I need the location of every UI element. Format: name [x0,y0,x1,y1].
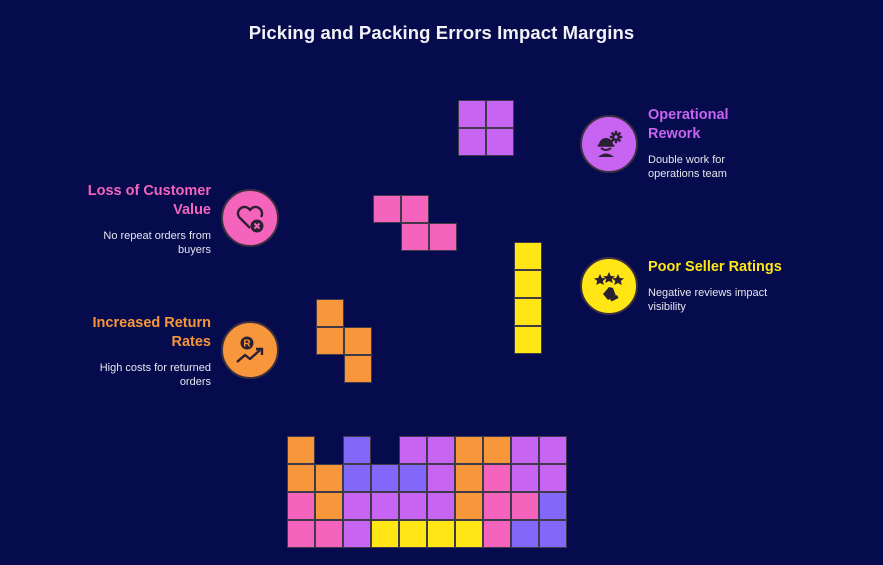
stack-cell [511,492,539,520]
o-piece-cell [486,100,514,128]
stack-cell [315,464,343,492]
stack-cell [539,464,567,492]
stack-cell [315,492,343,520]
loss-of-customer-value-badge [221,189,279,247]
stack-cell [455,436,483,464]
title-line: Increased Return [92,315,211,331]
stack-cell [399,436,427,464]
s-piece-cell [316,299,344,327]
increased-return-rates-title: Increased Return Rates [40,314,211,352]
stack-cell [287,492,315,520]
stack-cell [287,520,315,548]
stack-cell [483,436,511,464]
o-piece-cell [458,128,486,156]
s-piece-cell [344,327,372,355]
desc-line: visibility [648,301,686,313]
stack-cell [511,436,539,464]
stack-cell [287,436,315,464]
desc-line: Double work for [648,154,726,166]
stack-cell [483,492,511,520]
title-line: Rework [648,126,701,142]
s-piece-cell [344,355,372,383]
stack-cell [455,520,483,548]
increased-return-rates-badge: R [221,321,279,379]
stack-cell [427,464,455,492]
i-piece-cell [514,242,542,270]
increased-return-rates-desc: High costs for returned orders [40,361,211,389]
stars-thumbs-down-icon [594,272,624,302]
stack-cell [287,464,315,492]
o-piece-cell [486,128,514,156]
broken-heart-x-icon [236,205,264,233]
title-line: Poor Seller Ratings [648,259,782,275]
poor-seller-ratings-title: Poor Seller Ratings [648,258,782,277]
desc-line: High costs for returned [99,362,211,374]
stack-cell [427,492,455,520]
stack-cell [399,464,427,492]
i-piece-cell [514,326,542,354]
stack-cell [539,492,567,520]
operational-rework-desc: Double work for operations team [648,153,727,181]
s-piece-cell [316,327,344,355]
z-piece-cell [373,195,401,223]
stack-cell [343,464,371,492]
stack-cell [371,520,399,548]
title-line: Rates [171,334,212,350]
title-line: Loss of Customer [87,183,211,199]
stack-cell [371,464,399,492]
operational-rework-title: Operational Rework [648,106,729,144]
stack-cell [371,492,399,520]
stack-cell [511,520,539,548]
title-line: Value [173,202,211,218]
stack-cell [539,520,567,548]
stack-cell [343,520,371,548]
stack-cell [483,464,511,492]
desc-line: orders [179,376,211,388]
desc-line: operations team [648,168,727,180]
desc-line: buyers [177,244,211,256]
svg-text:R: R [243,339,251,350]
stack-cell [427,436,455,464]
operational-rework-badge [580,115,638,173]
z-piece-cell [401,223,429,251]
poor-seller-ratings-badge [580,257,638,315]
page-title: Picking and Packing Errors Impact Margin… [248,22,635,43]
desc-line: Negative reviews impact [648,287,768,299]
stack-cell [427,520,455,548]
stack-cell [343,436,371,464]
stack-cell [455,492,483,520]
stack-cell [399,492,427,520]
stack-cell [539,436,567,464]
worker-gear-icon [597,130,623,157]
i-piece-cell [514,270,542,298]
desc-line: No repeat orders from [103,230,211,242]
loss-of-customer-value-title: Loss of Customer Value [40,182,211,220]
stack-cell [315,520,343,548]
i-piece-cell [514,298,542,326]
stack-cell [511,464,539,492]
poor-seller-ratings-desc: Negative reviews impact visibility [648,286,767,314]
z-piece-cell [401,195,429,223]
rupee-trend-up-icon: R [236,336,264,363]
loss-of-customer-value-desc: No repeat orders from buyers [40,229,211,257]
stack-cell [455,464,483,492]
o-piece-cell [458,100,486,128]
title-line: Operational [648,107,729,123]
z-piece-cell [429,223,457,251]
stack-cell [483,520,511,548]
stack-cell [343,492,371,520]
stack-cell [399,520,427,548]
